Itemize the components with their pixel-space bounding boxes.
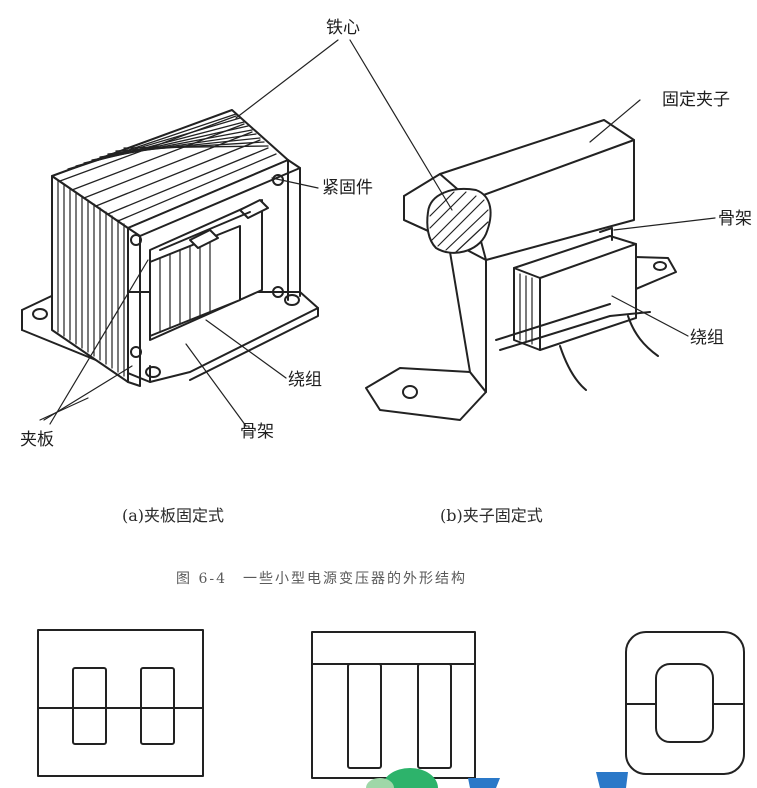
- figure-caption: 图 6-4 一些小型电源变压器的外形结构: [176, 571, 467, 587]
- core-shapes: [37, 629, 745, 779]
- label-fastener: 紧固件: [322, 178, 373, 198]
- label-bobbin-left: 骨架: [240, 422, 274, 442]
- label-clamp-plate: 夹板: [20, 430, 54, 450]
- label-bobbin-right: 骨架: [718, 209, 752, 229]
- caption-a: (a)夹板固定式: [122, 506, 225, 525]
- clamp-type-transformer: [21, 109, 319, 387]
- label-fixed-clip: 固定夹子: [662, 90, 730, 110]
- clip-type-transformer: [365, 119, 677, 421]
- label-core: 铁心: [326, 18, 360, 38]
- caption-b: (b)夹子固定式: [440, 506, 543, 525]
- label-winding-right: 绕组: [690, 328, 724, 348]
- watermark-logo: [366, 768, 628, 788]
- label-winding-left: 绕组: [288, 370, 322, 390]
